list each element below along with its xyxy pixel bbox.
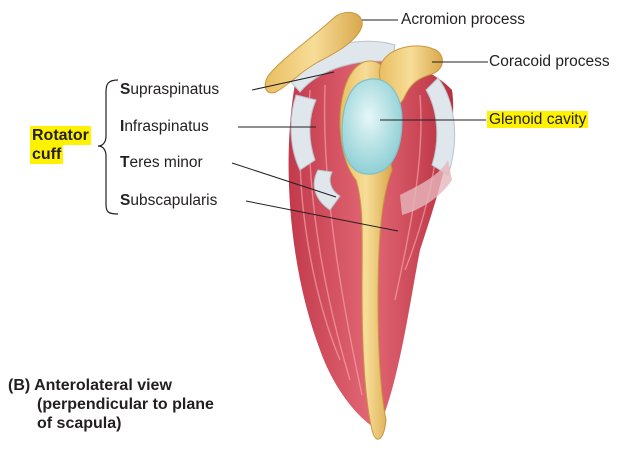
- coracoid-label: Coracoid process: [489, 53, 610, 70]
- muscle-initial: I: [120, 118, 125, 135]
- tendon-teres-minor: [313, 169, 341, 211]
- muscle-label-supraspinatus: Supraspinatus: [120, 81, 219, 99]
- caption-line3: of scapula): [37, 415, 122, 432]
- glenoid-label: Glenoid cavity: [487, 111, 589, 129]
- muscle-label-infraspinatus: Infraspinatus: [120, 118, 209, 136]
- muscle-label-subscapularis: Subscapularis: [120, 192, 217, 210]
- caption-line2: (perpendicular to plane: [37, 396, 214, 413]
- caption-line1: (B) Anterolateral view: [8, 377, 172, 394]
- tendon-subscapularis-lower: [400, 160, 452, 215]
- muscle-initial: S: [120, 81, 131, 98]
- muscle-rest: ubscapularis: [130, 192, 218, 209]
- rotator-cuff-line1: Rotator: [30, 126, 91, 145]
- tendon-infraspinatus: [290, 94, 317, 171]
- view-caption: (B) Anterolateral view (perpendicular to…: [8, 376, 214, 433]
- muscle-initial: T: [120, 154, 130, 171]
- glenoid-cavity-shape: [341, 78, 403, 175]
- muscle-rest: upraspinatus: [130, 81, 220, 98]
- rotator-cuff-brace: [97, 79, 119, 215]
- muscle-rest: eres minor: [129, 154, 203, 171]
- acromion-label: Acromion process: [401, 11, 526, 28]
- glenoid-label-text: Glenoid cavity: [487, 111, 589, 128]
- muscle-rest: nfraspinatus: [124, 118, 209, 135]
- muscle-initial: S: [120, 192, 131, 209]
- rotator-cuff-line2: cuff: [30, 145, 64, 164]
- rotator-cuff-label: Rotator cuff: [30, 126, 91, 164]
- muscle-label-teres-minor: Teres minor: [120, 154, 203, 172]
- leader-lines: [231, 19, 488, 232]
